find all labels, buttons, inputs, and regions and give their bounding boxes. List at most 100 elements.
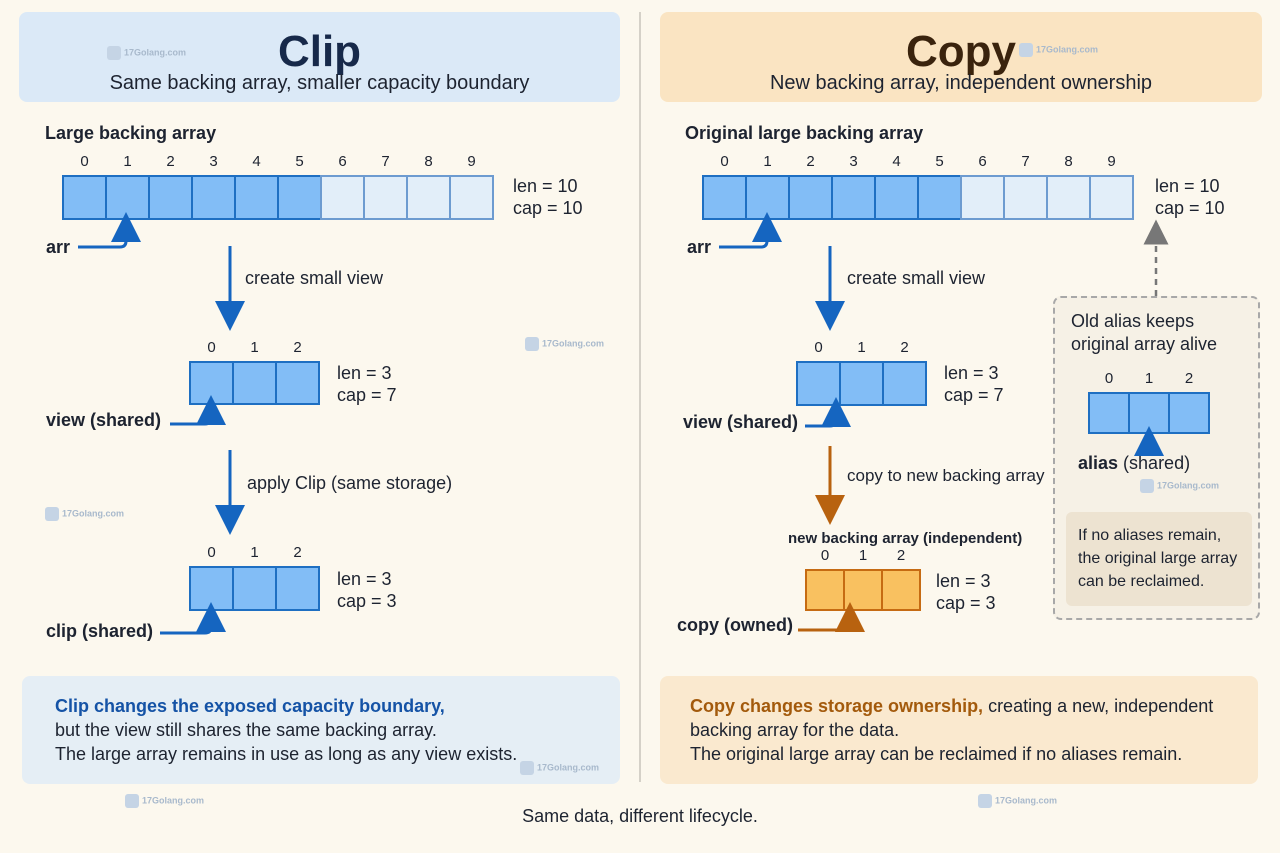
watermark-logo-icon [1140, 479, 1154, 493]
array-index-label: 5 [295, 153, 304, 170]
footer-caption: Same data, different lifecycle. [522, 806, 758, 826]
clip-arr-pointer-arrow [78, 212, 141, 249]
clip-clip-len: len = 3 [337, 569, 392, 589]
copy-large-cap: cap = 10 [1155, 198, 1225, 218]
array-cell [277, 175, 322, 220]
clip-clip-label: clip (shared) [46, 621, 154, 641]
watermark-logo-icon [1019, 43, 1033, 57]
alias-label-rest: (shared) [1118, 453, 1191, 473]
array-cell [234, 175, 279, 220]
array-cell [232, 361, 277, 405]
copy-step2-label: copy to new backing array [847, 466, 1045, 485]
copy-copy-pointer-arrow [798, 602, 865, 632]
copy-copy-label: copy (owned) [677, 615, 793, 635]
array-index-label: 2 [896, 547, 906, 564]
array-cell [882, 361, 927, 406]
array-cell [1003, 175, 1048, 220]
copy-step1-label: create small view [847, 268, 986, 288]
clip-subtitle: Same backing array, smaller capacity bou… [109, 72, 530, 94]
copy-title: Copy [906, 27, 1016, 76]
watermark-logo-icon [45, 507, 59, 521]
array-cell [449, 175, 494, 220]
watermark-logo-icon [125, 794, 139, 808]
reclaim-line1: If no aliases remain, [1078, 527, 1222, 544]
array-index-label: 1 [250, 339, 259, 356]
array-index-label: 0 [814, 339, 823, 356]
array-cell [881, 569, 921, 611]
clip-note-line3: The large array remains in use as long a… [55, 744, 518, 764]
array-index-label: 6 [978, 153, 987, 170]
copy-note-bold: Copy changes storage ownership, [690, 696, 984, 716]
clip-large-len: len = 10 [513, 176, 578, 196]
array-index-label: 4 [892, 153, 901, 170]
array-index-label: 0 [80, 153, 89, 170]
array-index-label: 0 [207, 339, 216, 356]
copy-new-array-label: new backing array (independent) [788, 530, 1023, 547]
reclaim-note: If no aliases remain, the original large… [1066, 512, 1252, 606]
array-index-label: 9 [467, 153, 476, 170]
clip-title: Clip [277, 27, 362, 76]
array-index-label: 0 [720, 153, 729, 170]
array-index-label: 1 [858, 547, 868, 564]
array-index-label: 2 [806, 153, 815, 170]
copy-header: Copy New backing array, independent owne… [660, 12, 1262, 102]
copy-arr-pointer-arrow [719, 212, 782, 249]
array-index-label: 1 [1144, 370, 1154, 387]
center-divider [639, 12, 641, 782]
array-index-label: 1 [250, 544, 259, 561]
copy-large-array-label: Original large backing array [685, 123, 924, 143]
array-index-label: 8 [424, 153, 433, 170]
copy-copy-len: len = 3 [936, 571, 991, 591]
clip-step2-label: apply Clip (same storage) [247, 473, 453, 493]
copy-view-pointer-arrow [805, 397, 851, 428]
copy-note-rest: creating a new, independent [983, 696, 1214, 716]
array-index-label: 0 [1104, 370, 1114, 387]
watermark-logo-icon [978, 794, 992, 808]
array-index-label: 1 [857, 339, 866, 356]
array-cell [275, 566, 320, 611]
copy-view-len: len = 3 [944, 363, 999, 383]
watermark: 17Golang.com [1019, 43, 1098, 57]
array-index-label: 7 [1021, 153, 1030, 170]
array-index-label: 3 [849, 153, 858, 170]
array-index-label: 0 [820, 547, 830, 564]
watermark-logo-icon [525, 337, 539, 351]
clip-note-bold: Clip changes the exposed capacity bounda… [55, 696, 445, 716]
alias-panel: Old alias keeps original array alive ali… [1053, 296, 1260, 620]
array-cell [1089, 175, 1134, 220]
clip-large-array-label: Large backing array [45, 123, 217, 143]
array-index-label: 4 [252, 153, 261, 170]
watermark: 17Golang.com [107, 46, 186, 60]
watermark-logo-icon [520, 761, 534, 775]
array-index-label: 2 [293, 544, 302, 561]
array-cell [320, 175, 365, 220]
watermark: 17Golang.com [525, 337, 604, 351]
watermark: 17Golang.com [1140, 479, 1219, 493]
alias-title-line1: Old alias keeps [1071, 311, 1195, 331]
clip-step1-label: create small view [245, 268, 384, 288]
watermark: 17Golang.com [125, 794, 204, 808]
clip-view-len: len = 3 [337, 363, 392, 383]
clip-arr-label: arr [46, 237, 71, 257]
copy-view-cap: cap = 7 [944, 385, 1004, 405]
clip-clip-cap: cap = 3 [337, 591, 397, 611]
array-cell [275, 361, 320, 405]
watermark: 17Golang.com [978, 794, 1057, 808]
array-cell [788, 175, 833, 220]
array-cell [1088, 392, 1130, 434]
reclaim-line2: the original large array [1078, 550, 1238, 567]
alias-label: alias (shared) [1078, 453, 1190, 474]
copy-note-line2: backing array for the data. [690, 720, 900, 740]
array-index-label: 2 [166, 153, 175, 170]
array-index-label: 1 [123, 153, 132, 170]
array-index-label: 2 [293, 339, 302, 356]
copy-arr-label: arr [687, 237, 712, 257]
array-cell [1168, 392, 1210, 434]
array-index-label: 3 [209, 153, 218, 170]
array-index-label: 1 [763, 153, 772, 170]
clip-note: Clip changes the exposed capacity bounda… [22, 676, 620, 784]
clip-note-line2: but the view still shares the same backi… [55, 720, 437, 740]
array-index-label: 2 [1184, 370, 1194, 387]
copy-view-label: view (shared) [683, 412, 799, 432]
